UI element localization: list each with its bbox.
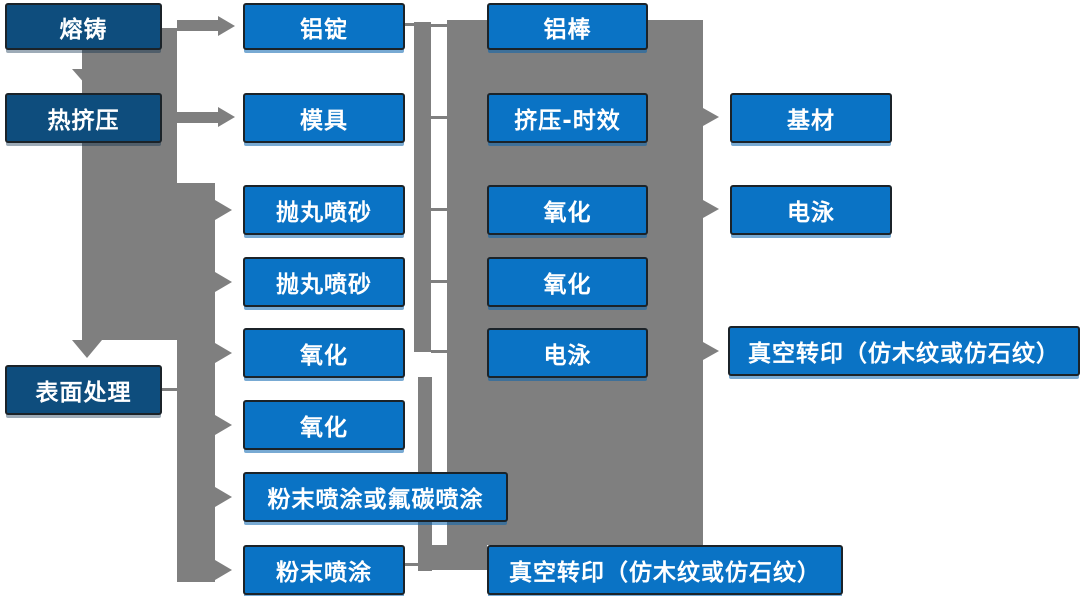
arrow-right-to-shot-blasting-1-icon [215, 200, 232, 220]
arrow-right-to-shot-blasting-2-icon [215, 272, 232, 292]
node-powder-coating: 粉末喷涂 [243, 545, 405, 595]
node-anodizing-1: 氧化 [243, 328, 405, 378]
node-anodizing-2: 氧化 [243, 400, 405, 450]
connector-bridge-bottom [432, 545, 487, 570]
arrow-down-to-surface-treatment-icon [72, 340, 102, 358]
node-hot-extrusion: 热挤压 [5, 93, 162, 143]
connector-trunk-branch [177, 183, 215, 582]
node-mold: 模具 [243, 93, 405, 143]
connector-tick-row3 [431, 208, 447, 211]
node-vacuum-transfer-print-2: 真空转印（仿木纹或仿石纹） [728, 326, 1080, 376]
node-surface-treatment: 表面处理 [5, 365, 162, 415]
connector-tick-row4 [431, 280, 447, 283]
node-anodizing-3: 氧化 [487, 185, 648, 235]
arrow-down-to-hot-extrusion-icon [72, 69, 100, 85]
node-aluminum-ingot: 铝锭 [243, 3, 405, 50]
node-extrusion-aging: 挤压-时效 [487, 93, 648, 143]
connector-stub-to-mold [177, 112, 218, 123]
arrow-right-to-anodizing-1-icon [215, 343, 232, 363]
connector-tick-ingot-left [404, 23, 414, 26]
arrow-right-to-powder-or-fluorocarbon-icon [215, 487, 232, 507]
arrow-right-to-vacuum-transfer-icon [703, 342, 719, 360]
arrow-right-to-powder-coating-icon [215, 560, 232, 580]
node-electrophoresis-2: 电泳 [730, 185, 892, 235]
node-shot-blasting-2: 抛丸喷砂 [243, 257, 405, 307]
node-substrate: 基材 [730, 93, 892, 143]
arrow-right-to-mold-icon [218, 107, 235, 127]
node-powder-or-fluorocarbon-coating: 粉末喷涂或氟碳喷涂 [243, 472, 508, 522]
arrow-right-to-substrate-icon [703, 108, 719, 126]
connector-tick-row2 [431, 116, 447, 119]
connector-tick-row1 [431, 24, 447, 27]
node-electrophoresis-1: 电泳 [487, 328, 648, 378]
connector-collector-bar-upper [414, 22, 431, 352]
node-shot-blasting-1: 抛丸喷砂 [243, 185, 405, 235]
node-aluminum-rod: 铝棒 [487, 3, 648, 50]
node-melting-casting: 熔铸 [5, 3, 162, 50]
arrow-right-to-aluminum-ingot-icon [218, 16, 235, 36]
node-vacuum-transfer-print-1: 真空转印（仿木纹或仿石纹） [487, 545, 843, 595]
node-anodizing-4: 氧化 [487, 257, 648, 307]
connector-stub-to-aluminum-ingot [177, 20, 218, 31]
connector-surface-treatment-tie [162, 388, 177, 391]
connector-tick-row5 [431, 350, 447, 353]
connector-tick-powder-left [404, 563, 418, 566]
arrow-right-to-anodizing-2-icon [215, 415, 232, 435]
arrow-right-to-electrophoresis-icon [703, 200, 719, 218]
